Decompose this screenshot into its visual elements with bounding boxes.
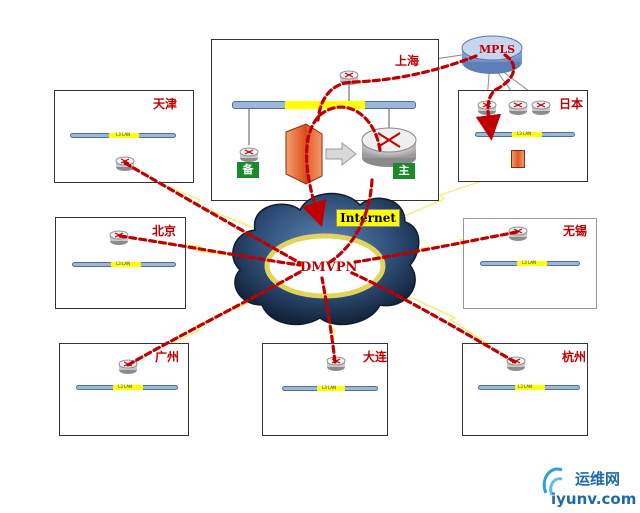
primary-badge: 主 xyxy=(393,163,415,179)
tunnel-tianjin xyxy=(123,161,302,265)
city-label-wuxi: 无锡 xyxy=(563,224,588,238)
city-label-japan: 日本 xyxy=(559,97,584,111)
tunnel-guangzhou xyxy=(126,270,302,367)
tunnel-wuxi xyxy=(353,230,519,264)
lan-bar-tianjin xyxy=(70,133,176,138)
internet-label: Internet xyxy=(336,209,400,227)
arrow-icon xyxy=(325,141,357,167)
wan-link-hangzhou xyxy=(394,289,516,361)
tunnel-shanghai-dmvpn xyxy=(328,178,374,264)
tunnel-beijing xyxy=(118,234,302,267)
tunnel-mpls-shanghai xyxy=(316,54,478,122)
lan-label-tianjin: L3 LAN xyxy=(116,132,131,137)
lan-bar-guangzhou xyxy=(76,385,178,390)
lan-label-japan: L3 LAN xyxy=(517,131,532,136)
lan-label-beijing: L3 LAN xyxy=(116,261,131,266)
japan-device-icon xyxy=(511,150,525,168)
mpls-cloud-icon xyxy=(461,35,523,74)
city-label-beijing: 北京 xyxy=(152,224,177,238)
lan-label-wuxi: L3 LAN xyxy=(522,260,537,265)
router-icon-japan-3 xyxy=(531,100,551,115)
router-icon-japan-2 xyxy=(508,100,528,115)
city-label-tianjin: 天津 xyxy=(153,97,178,111)
tunnel-mpls-japan xyxy=(475,53,516,141)
dmvpn-label: DMVPN xyxy=(300,260,358,275)
lan-bar-dalian xyxy=(282,386,378,391)
city-label-guangzhou: 广州 xyxy=(155,350,180,364)
lan-bar-beijing xyxy=(72,262,176,267)
tunnel-hangzhou xyxy=(348,270,517,364)
watermark-en: iyunv.com xyxy=(551,490,637,508)
backup-badge: 备 xyxy=(237,162,259,178)
wan-link-japan xyxy=(394,174,501,221)
lan-bar-wuxi xyxy=(480,261,580,266)
tunnel-dalian xyxy=(320,276,337,364)
lan-bar-hangzhou xyxy=(478,385,580,390)
watermark-icon xyxy=(542,467,563,496)
firewall-icon xyxy=(285,123,323,185)
city-label-dalian: 大连 xyxy=(363,350,388,364)
lan-label-hangzhou: L3 LAN xyxy=(518,384,533,389)
router-icon-hangzhou xyxy=(506,356,526,371)
router-icon-shanghai-backup xyxy=(239,147,259,162)
watermark-cn: 运维网 xyxy=(575,470,621,488)
tunnel-shanghai-primary xyxy=(301,105,382,228)
lan-label-dalian: L3 LAN xyxy=(322,385,337,390)
mpls-label: MPLS xyxy=(479,43,516,56)
lan-label-guangzhou: L3 LAN xyxy=(118,384,133,389)
city-label-shanghai: 上海 xyxy=(395,54,420,68)
lan-bar-japan xyxy=(475,132,575,137)
city-label-hangzhou: 杭州 xyxy=(562,350,587,364)
